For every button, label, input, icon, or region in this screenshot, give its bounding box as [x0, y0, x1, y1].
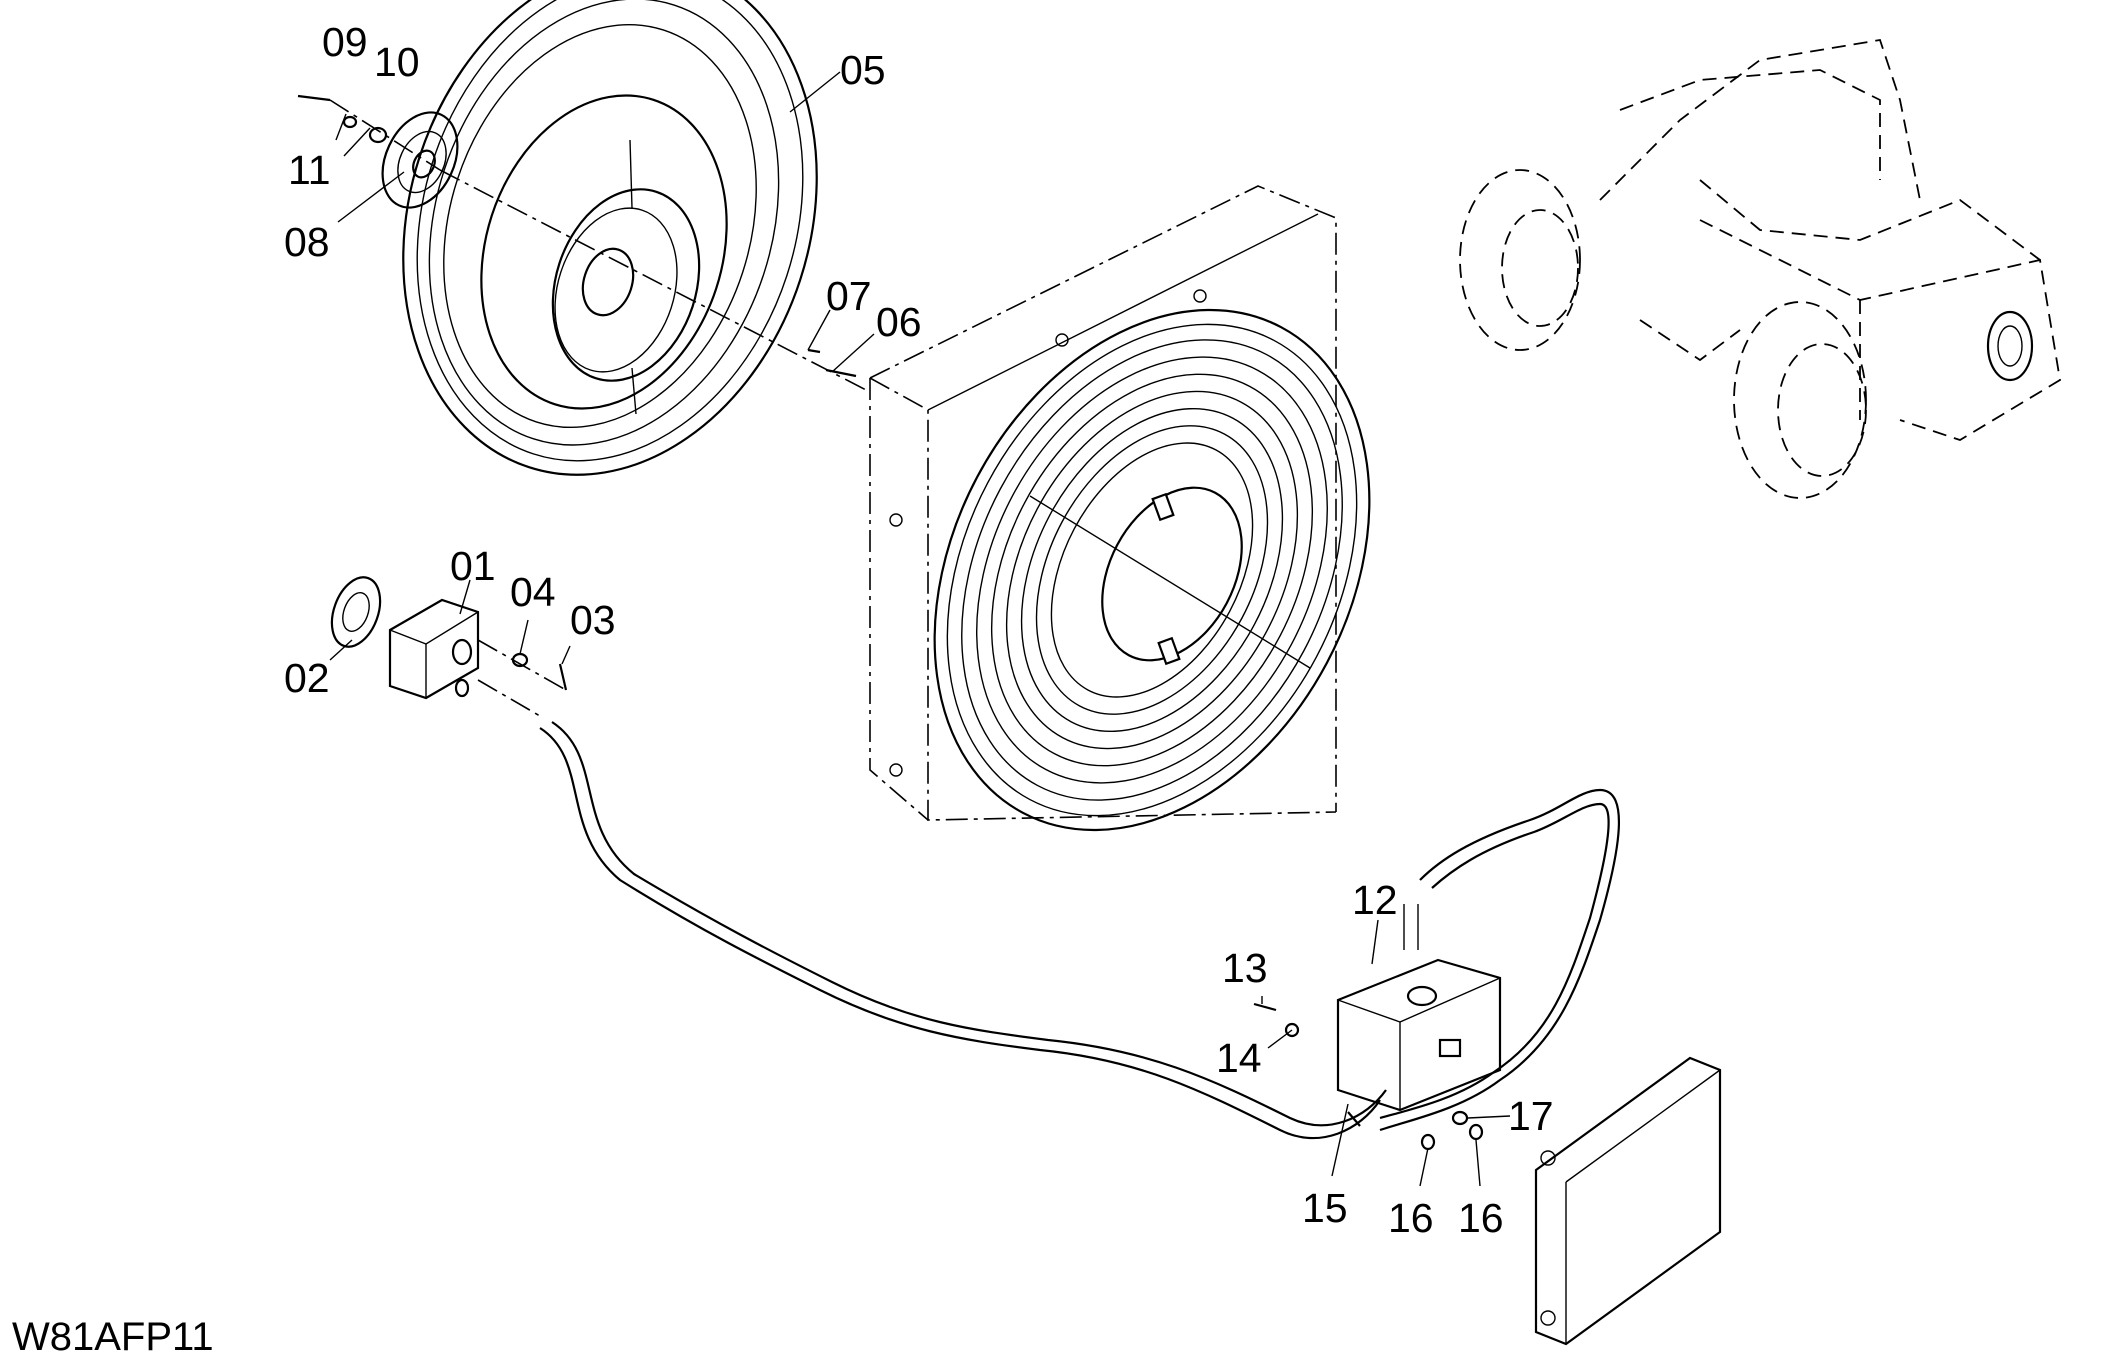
callout-14: 14	[1216, 1035, 1262, 1081]
hydraulic-motor	[388, 598, 480, 700]
drawing-code: W81AFP11	[12, 1315, 214, 1359]
callout-01: 01	[450, 543, 496, 589]
callout-08: 08	[284, 219, 330, 265]
callout-11: 11	[288, 147, 331, 193]
callout-05: 05	[840, 47, 886, 93]
callout-16-left: 16	[1388, 1195, 1434, 1241]
hydraulic-hoses	[539, 721, 1621, 1140]
radiator-core	[869, 185, 1337, 821]
fan-guard	[933, 308, 1371, 832]
callout-06: 06	[876, 299, 922, 345]
valve-block	[1336, 958, 1502, 1112]
fastener-parts-valve	[1253, 1002, 1484, 1151]
callout-17: 17	[1508, 1093, 1554, 1139]
callout-10: 10	[374, 39, 420, 85]
bracket-plate	[1534, 1056, 1722, 1346]
leader-lines	[329, 71, 1511, 1187]
fastener-parts-upper	[297, 94, 871, 393]
fastener-parts-motor	[477, 639, 568, 717]
gasket	[330, 576, 382, 648]
callout-13: 13	[1222, 945, 1268, 991]
callout-07: 07	[826, 273, 872, 319]
hub-cover	[381, 111, 459, 209]
callout-03: 03	[570, 597, 616, 643]
fan-shroud	[402, 0, 818, 476]
callout-16-right: 16	[1458, 1195, 1504, 1241]
callout-12: 12	[1352, 877, 1398, 923]
machine-overview	[1459, 38, 2061, 499]
callout-labels: 09 10 11 08 05 07 06 01 04 03 02 12 13 1…	[284, 19, 1554, 1241]
callout-02: 02	[284, 655, 330, 701]
callout-15: 15	[1302, 1185, 1348, 1231]
callout-09: 09	[322, 19, 368, 65]
callout-04: 04	[510, 569, 556, 615]
